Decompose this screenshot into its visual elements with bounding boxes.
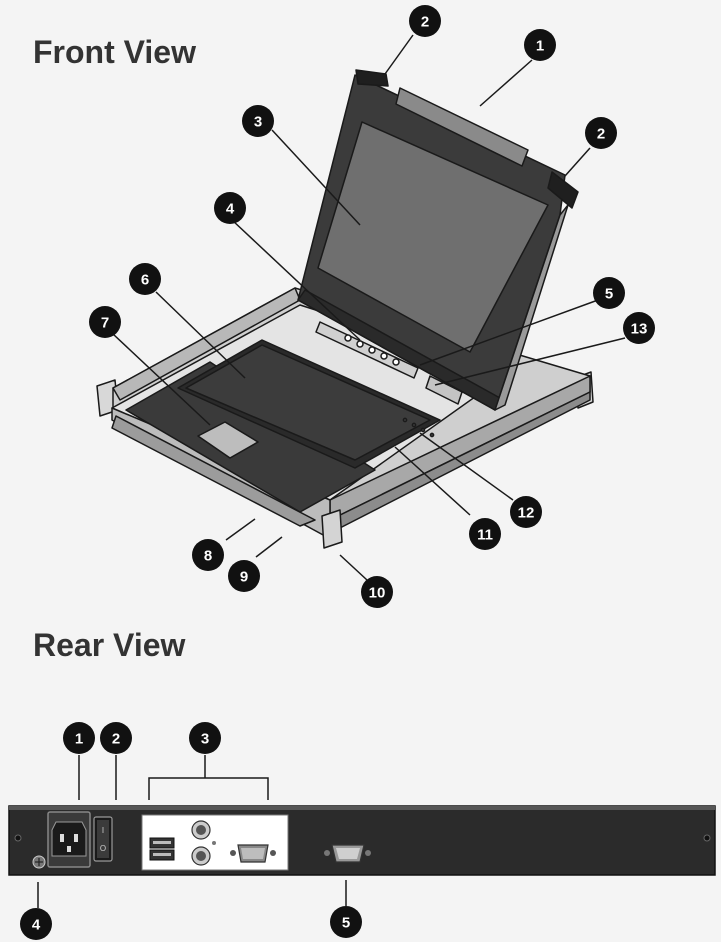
front-callout-6-keyboard: 6 [129, 263, 161, 295]
svg-text:4: 4 [226, 201, 235, 218]
right-screw-icon [703, 834, 711, 842]
front-callout-3-lcd: 3 [242, 105, 274, 137]
power-switch: I O [93, 816, 113, 862]
rear-callout-4-grounding: 4 [20, 908, 52, 940]
svg-text:3: 3 [201, 731, 209, 748]
rear-view-title: Rear View [33, 627, 186, 663]
front-view-illustration [96, 69, 594, 549]
svg-text:2: 2 [112, 731, 120, 748]
vga-port-icon [230, 844, 276, 863]
ps2-ports-icon [191, 820, 216, 866]
svg-text:9: 9 [240, 569, 248, 586]
switch-on-mark: I [102, 826, 104, 835]
chain-port-icon [324, 844, 371, 863]
rear-panel [8, 805, 716, 876]
svg-text:7: 7 [101, 315, 109, 332]
svg-text:4: 4 [32, 917, 41, 934]
front-callout-4-osd-controls: 4 [214, 192, 246, 224]
svg-text:13: 13 [631, 321, 648, 338]
power-socket [47, 811, 91, 868]
front-callout-1-handle: 1 [524, 29, 556, 61]
front-callout-2-right-latch: 2 [585, 117, 617, 149]
rear-callout-1-power-socket: 1 [63, 722, 95, 754]
rear-callout-2-power-switch: 2 [100, 722, 132, 754]
svg-text:5: 5 [605, 286, 613, 303]
front-callout-5: 5 [593, 277, 625, 309]
front-callout-10: 10 [361, 576, 393, 608]
front-view-title: Front View [33, 34, 196, 70]
rear-callout-3-console-ports: 3 [189, 722, 221, 754]
svg-text:2: 2 [421, 14, 429, 31]
rear-callout-5-chain-port: 5 [330, 906, 362, 938]
front-callout-12: 12 [510, 496, 542, 528]
front-callout-2-left-latch: 2 [409, 5, 441, 37]
rear-view-leader-lines [37, 755, 347, 908]
switch-off-mark: O [100, 844, 106, 853]
svg-text:5: 5 [342, 915, 350, 932]
grounding-terminal-icon [32, 855, 46, 869]
svg-text:12: 12 [518, 505, 535, 522]
front-callout-13: 13 [623, 312, 655, 344]
svg-text:2: 2 [597, 126, 605, 143]
front-callout-9: 9 [228, 560, 260, 592]
svg-text:1: 1 [536, 38, 544, 55]
left-screw-icon [14, 834, 22, 842]
svg-text:1: 1 [75, 731, 83, 748]
svg-text:3: 3 [254, 114, 262, 131]
svg-text:8: 8 [204, 548, 212, 565]
svg-text:10: 10 [369, 585, 386, 602]
front-callout-11: 11 [469, 518, 501, 550]
usb-ports-icon [149, 837, 175, 861]
svg-text:6: 6 [141, 272, 149, 289]
front-callout-7-touchpad: 7 [89, 306, 121, 338]
front-callout-8: 8 [192, 539, 224, 571]
svg-text:11: 11 [477, 527, 493, 544]
console-port-panel [141, 814, 289, 871]
front-view-leader-lines [112, 34, 626, 581]
